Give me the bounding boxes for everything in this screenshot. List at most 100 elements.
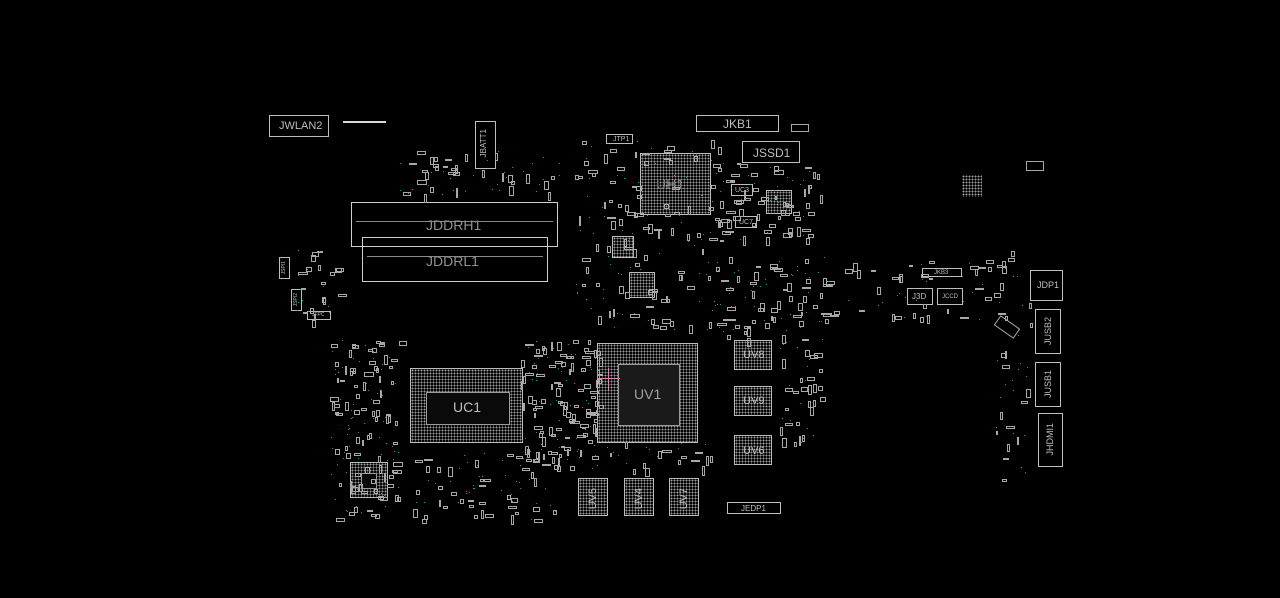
- via: [373, 418, 374, 419]
- smd-part: [391, 381, 394, 385]
- via: [712, 310, 713, 311]
- via: [583, 370, 584, 371]
- smd-part: [747, 327, 751, 337]
- slot-jddrl1[interactable]: JDDRL1: [362, 237, 548, 282]
- via: [351, 410, 352, 411]
- smd-part: [1030, 323, 1033, 328]
- via: [428, 480, 429, 481]
- connector-jccd[interactable]: JCCD: [937, 288, 963, 305]
- connector-j3d[interactable]: J3D: [907, 288, 933, 305]
- via: [525, 446, 526, 447]
- via: [628, 240, 629, 241]
- smd-part: [920, 317, 924, 323]
- smd-part: [435, 166, 439, 171]
- via: [572, 371, 573, 372]
- memory-uv5[interactable]: UV5: [578, 478, 608, 516]
- smd-part: [618, 204, 622, 208]
- via: [502, 460, 503, 461]
- smd-part: [996, 431, 998, 435]
- via: [356, 506, 357, 507]
- smd-part: [913, 313, 916, 319]
- smd-part: [648, 224, 653, 234]
- via: [331, 474, 332, 475]
- smd-part: [372, 411, 375, 417]
- smd-part: [575, 175, 579, 180]
- via: [809, 277, 810, 278]
- via: [617, 175, 618, 176]
- via: [349, 428, 350, 429]
- via: [674, 175, 675, 176]
- chip-uc1[interactable]: UC1: [410, 368, 523, 443]
- label-jddrl1: JDDRL1: [426, 253, 479, 269]
- smd-part: [597, 351, 601, 356]
- connector-jhdmi1[interactable]: JHDMI1: [1038, 413, 1063, 467]
- smd-part: [737, 276, 740, 283]
- smd-part: [604, 202, 606, 209]
- via: [435, 483, 436, 484]
- via: [730, 287, 731, 288]
- smd-part: [674, 212, 680, 215]
- via: [358, 458, 359, 459]
- smd-part: [794, 442, 797, 447]
- connector-jfpc[interactable]: JFPC: [307, 311, 331, 320]
- smd-part: [775, 196, 777, 200]
- connector-jssd1[interactable]: JSSD1: [742, 141, 800, 163]
- connector-jwlan2[interactable]: JWLAN2: [269, 115, 329, 137]
- smd-part: [709, 238, 718, 241]
- smd-part: [451, 492, 457, 496]
- connector-jedp1[interactable]: JEDP1: [727, 502, 781, 514]
- smd-part: [596, 410, 598, 414]
- via: [589, 217, 590, 218]
- smd-part: [525, 344, 534, 346]
- via: [1005, 384, 1006, 385]
- connector-jspi1[interactable]: JSPI1: [279, 257, 290, 279]
- memory-uv4[interactable]: UV4: [624, 478, 654, 516]
- memory-uv7[interactable]: UV7: [669, 478, 699, 516]
- smd-part: [298, 272, 308, 275]
- smd-part: [607, 246, 611, 253]
- smd-part: [1003, 458, 1009, 460]
- chip-uc7[interactable]: UC7: [735, 216, 757, 228]
- smd-part: [723, 319, 731, 321]
- via: [371, 399, 372, 400]
- connector-jkb3[interactable]: JKB3: [922, 268, 962, 277]
- connector-jdp1[interactable]: JDP1: [1030, 270, 1063, 301]
- via: [1020, 363, 1021, 364]
- label-jssd1: JSSD1: [753, 146, 791, 160]
- connector-jspi2[interactable]: JSPI2: [291, 289, 302, 311]
- smd-part: [526, 459, 532, 462]
- via: [536, 380, 537, 381]
- connector-jkb1[interactable]: JKB1: [696, 115, 779, 132]
- via: [567, 459, 568, 460]
- smd-part: [312, 320, 316, 328]
- via: [465, 191, 466, 192]
- via: [381, 493, 382, 494]
- via: [904, 317, 905, 318]
- chip-uc3[interactable]: UC3: [731, 184, 753, 196]
- smd-part: [534, 355, 543, 357]
- memory-uv6[interactable]: UV6: [734, 435, 772, 465]
- via: [473, 175, 474, 176]
- chip-uv1[interactable]: UV1: [597, 343, 698, 443]
- label-uv6: UV6: [743, 445, 765, 457]
- connector-jtp1[interactable]: JTP1: [606, 134, 633, 144]
- smd-part: [710, 456, 713, 463]
- via: [739, 282, 740, 283]
- via: [464, 455, 465, 456]
- smd-part: [646, 306, 654, 308]
- smd-part: [345, 366, 347, 375]
- via: [786, 330, 787, 331]
- smd-part: [563, 406, 567, 416]
- memory-uv8[interactable]: UV8: [734, 340, 772, 370]
- label-uv7: UV7: [678, 488, 690, 510]
- connector-jbatt1[interactable]: JBATT1: [475, 121, 496, 169]
- memory-uv9[interactable]: UV9: [734, 386, 772, 416]
- via: [962, 276, 963, 277]
- slot-jddrh1[interactable]: JDDRH1: [351, 202, 558, 247]
- smd-part: [331, 344, 338, 348]
- chip-uh1[interactable]: UH1: [640, 153, 711, 215]
- connector-jusb2[interactable]: JUSB2: [1035, 309, 1061, 354]
- connector-jusb1[interactable]: JUSB1: [1035, 362, 1061, 407]
- smd-part: [586, 267, 589, 274]
- via: [848, 300, 849, 301]
